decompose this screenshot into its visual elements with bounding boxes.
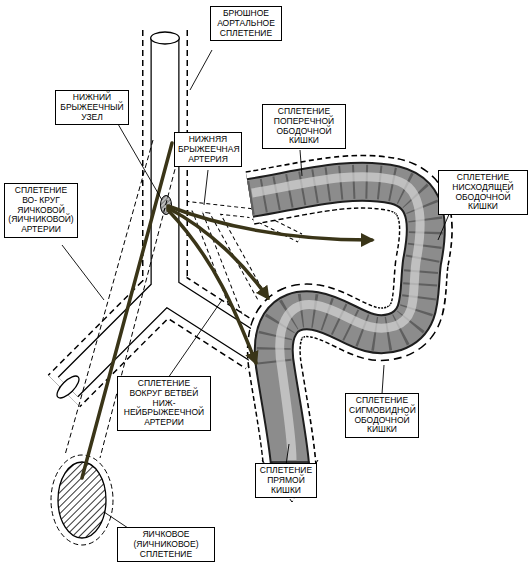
label-box: СПЛЕТЕНИЕ СИГМОВИДНОЙ ОБОДОЧНОЙ КИШКИ [345, 393, 419, 438]
label-box: БРЮШНОЕ АОРТАЛЬНОЕ СПЛЕТЕНИЕ [210, 6, 282, 41]
label-text: БРЮШНОЕ АОРТАЛЬНОЕ СПЛЕТЕНИЕ [214, 9, 278, 38]
nerve-fibres [82, 143, 372, 478]
label-text: СПЛЕТЕНИЕ ВОКРУГ ВЕТВЕЙ НИЖ- НЕЙБРЫЖЕЕЧН… [121, 379, 207, 428]
leader-line [286, 444, 289, 465]
leader-line [204, 170, 208, 205]
leader-line [62, 245, 104, 300]
label-text: НИЖНЯЯ БРЫЖЕЕЧНАЯ АРТЕРИЯ [178, 135, 238, 164]
label-box: НИЖНИЙ БРЫЖЕЕЧНЫЙ УЗЕЛ [55, 90, 129, 125]
aorta [54, 30, 262, 401]
label-text: СПЛЕТЕНИЕ СИГМОВИДНОЙ ОБОДОЧНОЙ КИШКИ [349, 396, 415, 435]
colon-highlight [252, 177, 420, 460]
label-text: НИЖНИЙ БРЫЖЕЕЧНЫЙ УЗЕЛ [59, 93, 125, 122]
leader-line [168, 300, 222, 378]
label-box: СПЛЕТЕНИЕ ВО- КРУГ ЯИЧКОВОЙ (ЯИЧНИКОВОЙ)… [4, 183, 78, 238]
leader-line [438, 212, 450, 240]
label-box: СПЛЕТЕНИЕ ВОКРУГ ВЕТВЕЙ НИЖ- НЕЙБРЫЖЕЕЧН… [117, 376, 211, 431]
colon [250, 177, 426, 502]
label-text: ЯИЧКОВОЕ (ЯИЧНИКОВОЕ) СПЛЕТЕНИЕ [121, 530, 211, 559]
nerve-arrow [168, 210, 256, 363]
aorta-top-cut [151, 32, 180, 44]
leader-line [190, 50, 212, 90]
label-box: ЯИЧКОВОЕ (ЯИЧНИКОВОЕ) СПЛЕТЕНИЕ [117, 527, 215, 562]
leader-line [382, 365, 384, 394]
leader-line [118, 124, 162, 200]
label-text: СПЛЕТЕНИЕ ВО- КРУГ ЯИЧКОВОЙ (ЯИЧНИКОВОЙ)… [8, 186, 74, 235]
nerve-arrow [168, 208, 268, 298]
leader-line [300, 150, 302, 176]
testis-plexus-outline [51, 455, 113, 545]
label-box: СПЛЕТЕНИЕ ПОПЕРЕЧНОЙ ОБОДОЧНОЙ КИШКИ [262, 104, 346, 149]
iliac-cut [54, 373, 83, 402]
label-text: СПЛЕТЕНИЕ ПРЯМОЙ КИШКИ [259, 466, 313, 495]
nerve-arrow [168, 206, 372, 240]
label-box: СПЛЕТЕНИЕ НИСХОДЯЩЕЙ ОБОДОЧНОЙ КИШКИ [438, 170, 528, 215]
label-box: НИЖНЯЯ БРЫЖЕЕЧНАЯ АРТЕРИЯ [174, 132, 242, 167]
label-text: СПЛЕТЕНИЕ НИСХОДЯЩЕЙ ОБОДОЧНОЙ КИШКИ [442, 173, 524, 212]
label-box: СПЛЕТЕНИЕ ПРЯМОЙ КИШКИ [255, 463, 317, 498]
label-text: СПЛЕТЕНИЕ ПОПЕРЕЧНОЙ ОБОДОЧНОЙ КИШКИ [266, 107, 342, 146]
leader-line [104, 512, 128, 528]
